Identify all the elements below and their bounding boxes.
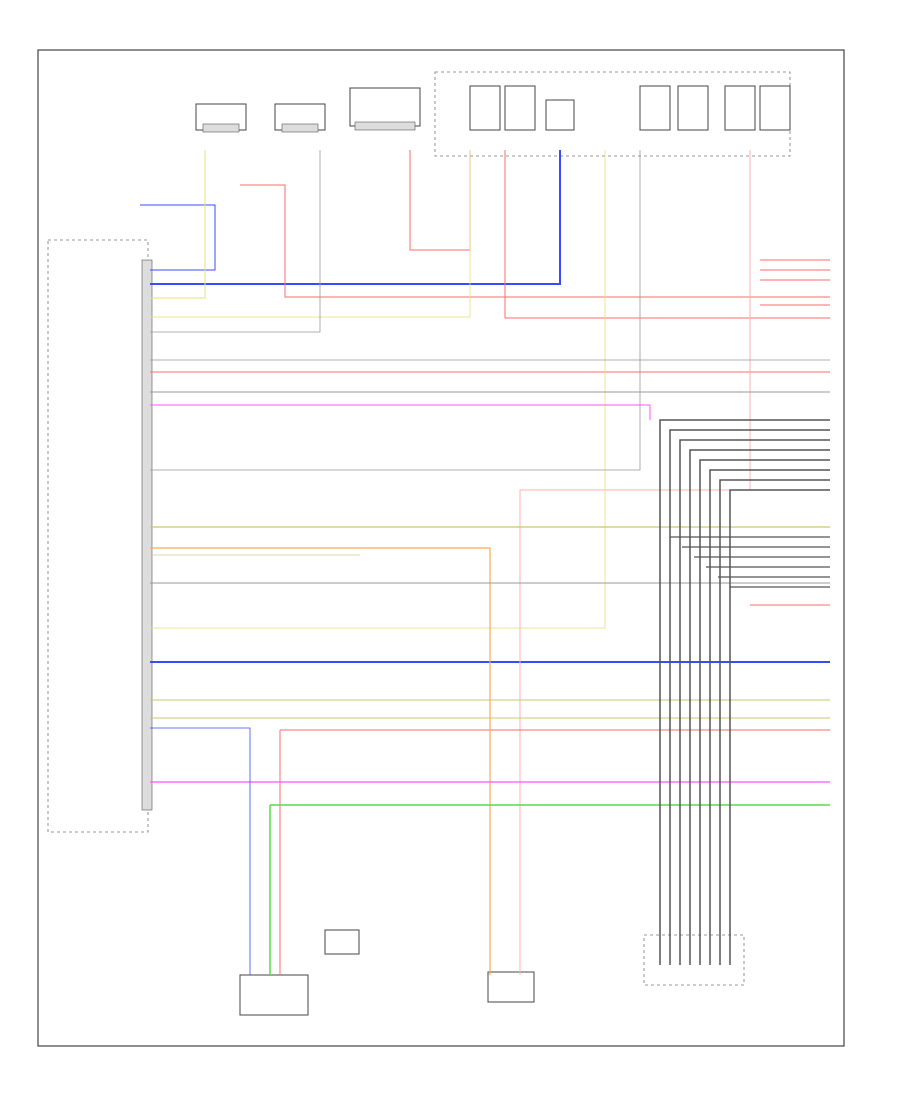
- wire-yellow-11: [150, 150, 471, 318]
- module-box: [47, 239, 153, 833]
- wire-dark_gray-35: [709, 469, 830, 965]
- wire-red-6: [504, 150, 830, 319]
- wire-dark_gray-33: [689, 449, 830, 965]
- wire-dark_gray-37: [729, 489, 830, 965]
- wire-blue-2: [140, 204, 216, 271]
- wire-dark_gray-31: [669, 429, 830, 965]
- wire-red-27: [760, 259, 830, 281]
- wire-blue-0: [150, 150, 561, 285]
- bottom-center-component: [487, 971, 535, 1003]
- wires-group: [140, 150, 830, 975]
- wire-blue-26: [150, 727, 251, 975]
- wire-yellow-12: [150, 150, 606, 629]
- wire-dark_gray-34: [699, 459, 830, 965]
- top-center-component: [349, 87, 421, 131]
- wire-gray-20: [150, 150, 641, 471]
- wire-red-5: [409, 150, 471, 251]
- wire-orange-17: [150, 547, 491, 975]
- bottom-left-component: [239, 929, 360, 1016]
- wire-yellow-10: [150, 150, 206, 299]
- diagram-frame: [37, 49, 845, 1047]
- wire-magenta-23: [150, 404, 651, 420]
- top-left-component-1: [195, 103, 247, 133]
- top-left-component-2: [274, 103, 326, 133]
- wire-green-25: [269, 804, 830, 975]
- wire-gray-18: [150, 150, 321, 333]
- top-right-fuse-box: [434, 71, 791, 157]
- wire-dark_gray-36: [719, 479, 830, 965]
- bottom-right-connector-bundle: [643, 934, 745, 986]
- wire-dark_gray-32: [679, 439, 830, 965]
- wire-red-9: [279, 729, 830, 975]
- wire-dark_gray-30: [659, 419, 830, 965]
- wire-red-4: [240, 184, 830, 298]
- wire-pink-7: [520, 150, 751, 491]
